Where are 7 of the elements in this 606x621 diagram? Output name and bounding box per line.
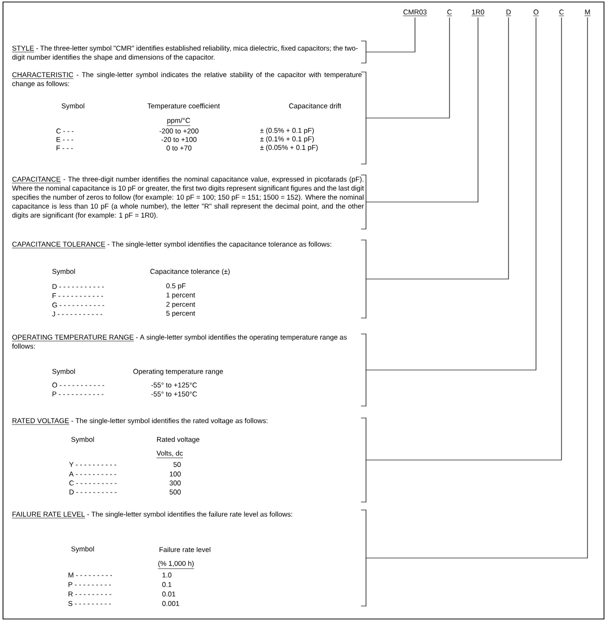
leader-line [366,17,450,118]
leader-line [366,17,562,460]
leader-line [366,17,509,280]
leader-line [366,17,588,558]
leader-line [366,17,536,370]
leader-line [366,17,416,52]
leader-line [366,17,478,202]
